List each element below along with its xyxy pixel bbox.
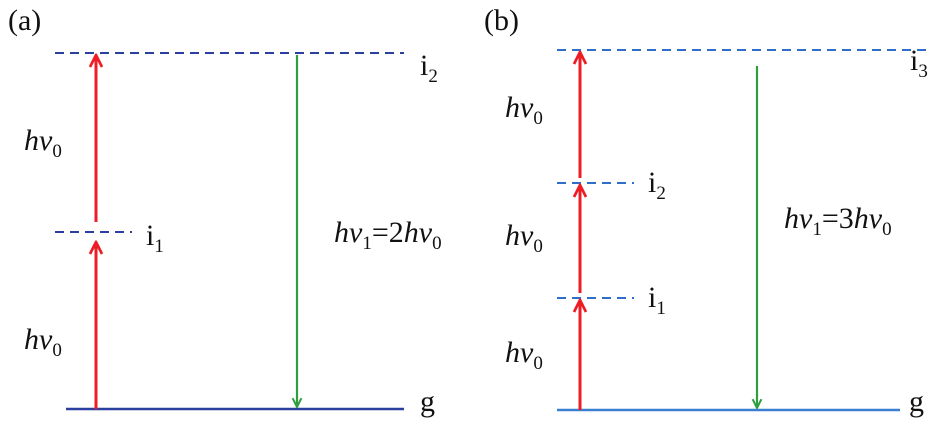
- panel-a: (a) i2 i1 g hv0 hv0 hv1=2hv0: [8, 4, 442, 418]
- photon-label-upper-a: hv0: [24, 124, 62, 162]
- label-i1-a: i1: [146, 219, 164, 257]
- label-g-a: g: [420, 385, 435, 418]
- emission-equation-a: hv1=2hv0: [334, 216, 442, 254]
- panel-b-label: (b): [484, 4, 519, 37]
- label-i1-b: i1: [648, 281, 666, 319]
- photon-label-middle-b: hv0: [505, 219, 543, 257]
- label-i3-b: i3: [910, 44, 928, 82]
- panel-b: (b) i3 i2 i1 g hv0 hv0 hv0 hv1=3hv0: [484, 4, 928, 418]
- label-i2-a: i2: [420, 49, 438, 87]
- panel-a-label: (a): [8, 4, 41, 37]
- photon-label-lower-a: hv0: [24, 323, 62, 361]
- photon-label-bottom-b: hv0: [505, 336, 543, 374]
- label-g-b: g: [909, 385, 924, 418]
- photon-label-top-b: hv0: [505, 91, 543, 129]
- emission-equation-b: hv1=3hv0: [784, 202, 892, 240]
- label-i2-b: i2: [648, 166, 666, 204]
